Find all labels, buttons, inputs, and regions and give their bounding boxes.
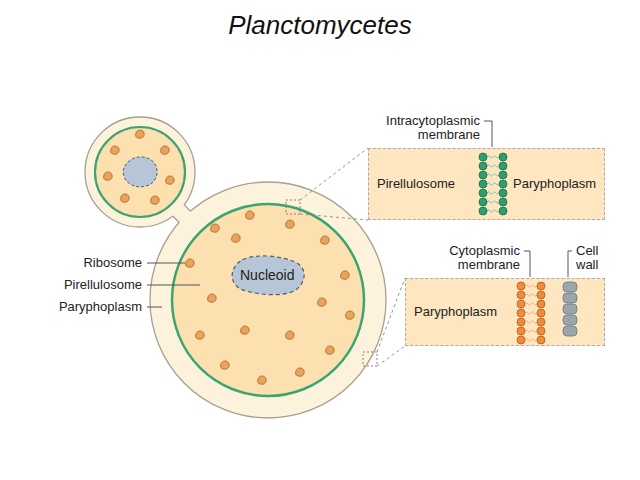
membrane-closeup-panel: Pirellulosome Paryphoplasm <box>368 148 605 220</box>
zoom-line <box>300 214 368 220</box>
ribosome <box>136 130 145 138</box>
ribosome <box>151 196 160 204</box>
bud-nucleoid <box>123 157 157 187</box>
ribosome <box>208 294 217 302</box>
ribosome <box>286 331 295 339</box>
ribosome <box>121 194 130 202</box>
nucleoid-region: Nucleoid <box>226 254 308 296</box>
ribosome <box>166 176 175 184</box>
part-callout: Ribosome <box>40 256 142 270</box>
title: Planctomycetes <box>0 10 640 40</box>
region-label: Nucleoid <box>240 268 294 282</box>
membrane-callout: Intracytoplasmic membrane <box>372 114 480 142</box>
ribosome <box>341 271 350 279</box>
membrane-callout: Cytoplasmic membrane <box>420 244 520 272</box>
membrane-closeup-panel: Paryphoplasm <box>405 278 605 346</box>
ribosome <box>221 361 230 369</box>
ribosome <box>318 298 327 306</box>
part-callout: Paryphoplasm <box>40 300 142 314</box>
ribosome <box>232 234 241 242</box>
ribosome <box>246 211 255 219</box>
ribosome <box>104 172 113 180</box>
zoom-box <box>286 200 300 214</box>
compartment-label: Paryphoplasm <box>414 305 497 319</box>
ribosome <box>326 346 335 354</box>
ribosome <box>111 146 120 154</box>
pirellulosome-region <box>172 204 364 396</box>
ribosome <box>211 224 220 232</box>
zoom-box <box>363 352 377 366</box>
ribosome <box>186 259 195 267</box>
ribosome <box>296 368 305 376</box>
wall-callout: Cell wall <box>576 244 616 272</box>
zoom-line <box>377 278 405 352</box>
zoom-line <box>377 346 405 366</box>
compartment-label: Paryphoplasm <box>513 177 596 191</box>
bud-pirellulosome-region <box>95 127 185 217</box>
ribosome <box>241 326 250 334</box>
compartment-label: Pirellulosome <box>377 177 455 191</box>
cell-wall-outline <box>150 182 386 418</box>
ribosome <box>321 236 330 244</box>
ribosome <box>286 220 295 228</box>
zoom-line <box>300 148 368 200</box>
ribosome <box>258 376 267 384</box>
ribosome <box>346 311 355 319</box>
ribosome <box>161 146 170 154</box>
ribosome <box>196 331 205 339</box>
bud-cell-outline <box>85 117 195 227</box>
part-callout: Pirellulosome <box>40 278 142 292</box>
bud-neck <box>172 204 192 224</box>
